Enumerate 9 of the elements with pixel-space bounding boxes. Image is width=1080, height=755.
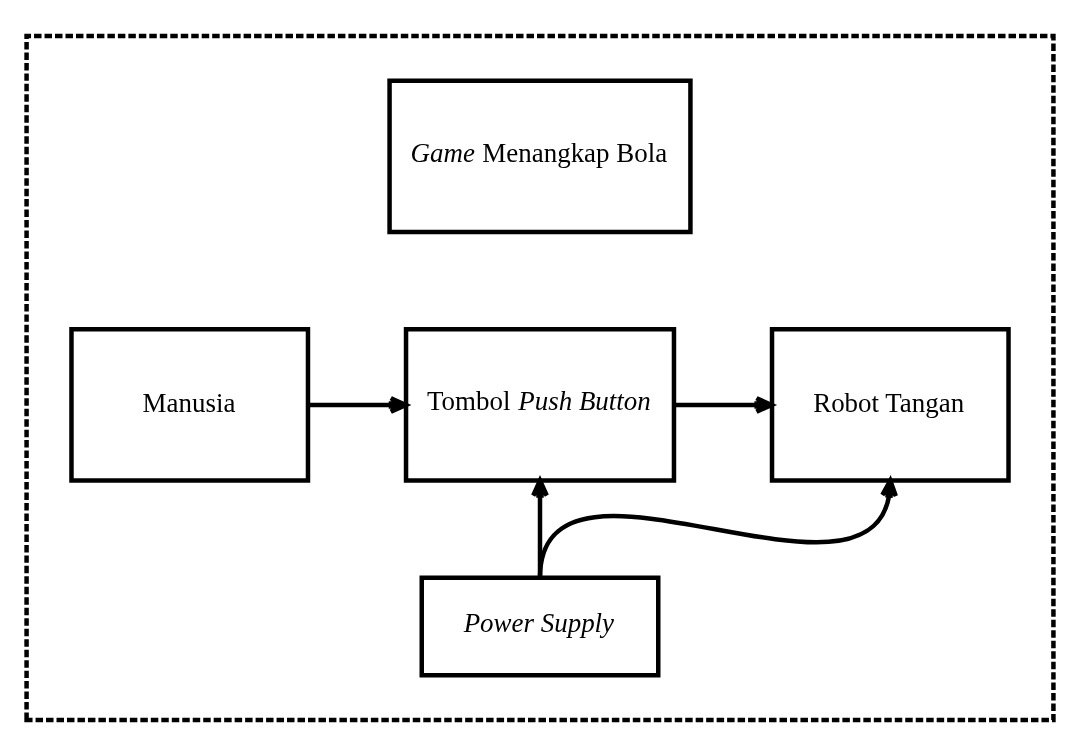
arrow xyxy=(308,395,409,414)
arrow xyxy=(537,477,899,578)
node-box: Manusia xyxy=(69,326,311,483)
cluster xyxy=(24,33,1056,722)
node-box: Tombol Push Button xyxy=(403,326,677,483)
arrow xyxy=(674,395,774,414)
node-box: Power Supply xyxy=(419,575,661,677)
node-box: Game Menangkap Bola xyxy=(387,78,693,234)
node-box: Robot Tangan xyxy=(769,326,1011,483)
